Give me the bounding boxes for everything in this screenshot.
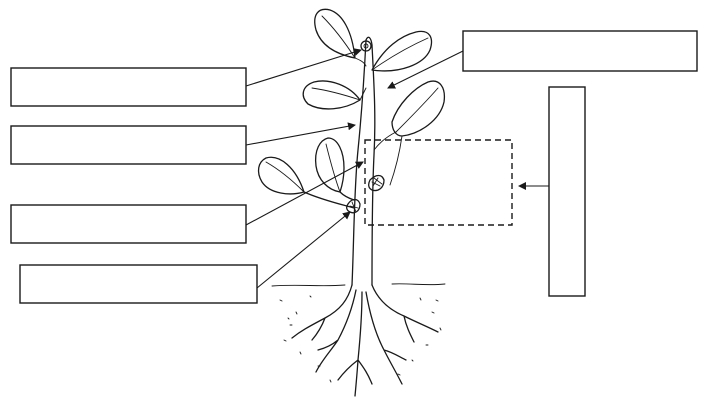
- label-box-left-4[interactable]: [19, 264, 258, 304]
- pointer-bud: [256, 211, 351, 289]
- leaf-middle-left: [302, 80, 361, 110]
- leaf-top-left: [314, 8, 356, 59]
- pointer-node: [245, 161, 364, 226]
- pointer-leaf: [387, 50, 464, 89]
- label-box-left-2[interactable]: [10, 125, 247, 165]
- label-box-top-right[interactable]: [462, 30, 698, 72]
- leaf-lower-left: [257, 156, 305, 195]
- stem-top: [365, 36, 373, 46]
- flower-bud: [360, 40, 372, 52]
- ground-line: [271, 283, 446, 287]
- label-box-left-3[interactable]: [10, 204, 247, 244]
- pointer-stem: [245, 122, 356, 146]
- leaf-lower-middle: [314, 137, 345, 193]
- label-box-right-vertical[interactable]: [548, 86, 586, 297]
- dashed-highlight-region: [364, 139, 513, 226]
- roots: [291, 284, 439, 397]
- label-box-left-1[interactable]: [10, 67, 247, 107]
- pointer-flower: [245, 48, 362, 87]
- soil-specks: [279, 295, 442, 383]
- bud-upper: [368, 174, 385, 192]
- branch-upper: [354, 57, 367, 101]
- plant-illustration: [257, 8, 446, 397]
- bud-lower: [346, 198, 361, 214]
- leaf-middle-right-stalk: [373, 131, 403, 186]
- stem: [351, 39, 376, 286]
- pointer-lines: [245, 48, 549, 289]
